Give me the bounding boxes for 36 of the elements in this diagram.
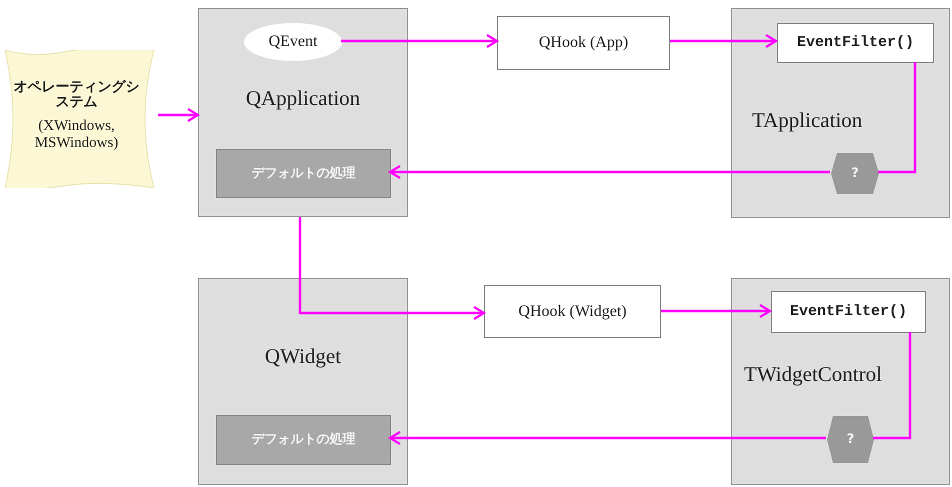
process-label: デフォルトの処理 xyxy=(250,166,356,181)
system-title: オペレーティングシステム xyxy=(12,80,140,111)
box-label: QEvent xyxy=(268,33,318,51)
process-label: デフォルトの処理 xyxy=(250,432,356,448)
default-process-box xyxy=(216,149,391,198)
arrow xyxy=(670,34,778,48)
arrow xyxy=(158,108,200,122)
event-filter-box xyxy=(777,23,934,63)
box-label: QHook (App) xyxy=(538,34,630,52)
question-mark: ? xyxy=(850,166,860,181)
default-process-box xyxy=(216,415,391,465)
class-panel xyxy=(731,8,950,218)
arrow xyxy=(661,304,772,318)
box-label: EventFilter() xyxy=(788,304,908,320)
arrow xyxy=(341,34,498,48)
arrow xyxy=(298,217,486,320)
hook-box xyxy=(497,16,670,70)
class-panel xyxy=(198,8,408,217)
class-name: QApplication xyxy=(244,87,362,110)
arrow xyxy=(388,164,830,180)
connector-line xyxy=(873,332,912,440)
box-label: QHook (Widget) xyxy=(517,302,628,320)
decision-hexagon xyxy=(827,416,874,463)
decision-hexagon xyxy=(831,153,879,194)
class-name: TWidgetControl xyxy=(744,363,882,386)
event-filter-box xyxy=(771,291,926,333)
class-name: QWidget xyxy=(264,345,342,368)
box-label: EventFilter() xyxy=(796,34,916,52)
class-panel xyxy=(198,278,408,485)
class-name: TApplication xyxy=(752,109,862,132)
class-panel xyxy=(731,278,950,485)
hook-box xyxy=(484,285,661,338)
arrow xyxy=(388,430,826,446)
connector-line xyxy=(878,62,916,174)
system-examples: (XWindows, MSWindows) xyxy=(34,118,120,151)
question-mark: ? xyxy=(846,432,856,447)
